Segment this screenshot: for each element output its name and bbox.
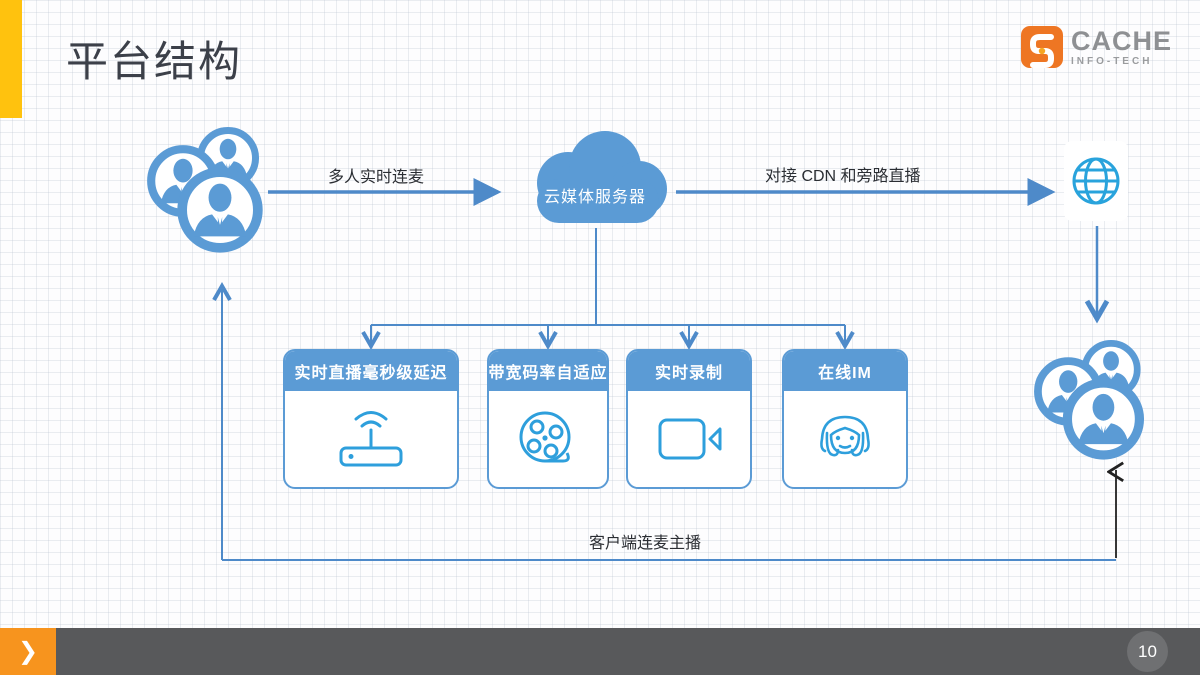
label-cloud-to-internet: 对接 CDN 和旁路直播 bbox=[765, 168, 921, 185]
feature-box-adaptive-bitrate: 带宽码率自适应 bbox=[487, 349, 609, 489]
logo-text: CACHE INFO-TECH bbox=[1070, 25, 1172, 67]
feature-box-title: 带宽码率自适应 bbox=[489, 351, 607, 391]
label-feedback-loop: 客户端连麦主播 bbox=[589, 535, 702, 552]
feature-box-title: 实时录制 bbox=[628, 351, 750, 391]
anchor-users-group bbox=[146, 126, 270, 254]
feature-box-title: 实时直播毫秒级延迟 bbox=[285, 351, 457, 391]
page-number-badge: 10 bbox=[1127, 631, 1168, 672]
accent-bar bbox=[0, 0, 22, 118]
user-group-icon bbox=[1033, 338, 1151, 462]
logo-mark-icon bbox=[1020, 26, 1063, 68]
feature-box-recording: 实时录制 bbox=[626, 349, 752, 489]
user-group-icon bbox=[146, 126, 270, 254]
film-reel-icon bbox=[519, 411, 571, 463]
company-logo: CACHE INFO-TECH bbox=[1020, 25, 1172, 68]
avatar-icon bbox=[820, 415, 870, 457]
viewer-users-group bbox=[1033, 338, 1151, 462]
cloud-label: 云媒体服务器 bbox=[543, 189, 646, 206]
next-chevron-icon[interactable]: ❯ bbox=[0, 628, 56, 675]
label-left-to-cloud: 多人实时连麦 bbox=[328, 169, 425, 186]
logo-brand: CACHE bbox=[1070, 25, 1172, 56]
feature-box-online-im: 在线IM bbox=[782, 349, 908, 489]
feature-box-live-latency: 实时直播毫秒级延迟 bbox=[283, 349, 459, 489]
feature-box-title: 在线IM bbox=[784, 351, 906, 391]
logo-tagline: INFO-TECH bbox=[1070, 55, 1153, 67]
cloud-media-server: 云媒体服务器 bbox=[513, 131, 677, 229]
page-title: 平台结构 bbox=[66, 38, 243, 85]
router-icon bbox=[339, 411, 403, 467]
cloud-icon bbox=[537, 131, 667, 223]
video-camera-icon bbox=[658, 418, 722, 460]
internet-globe-card bbox=[1064, 141, 1128, 221]
footer-bar: ❯ 10 bbox=[0, 628, 1200, 675]
globe-icon bbox=[1072, 157, 1120, 205]
